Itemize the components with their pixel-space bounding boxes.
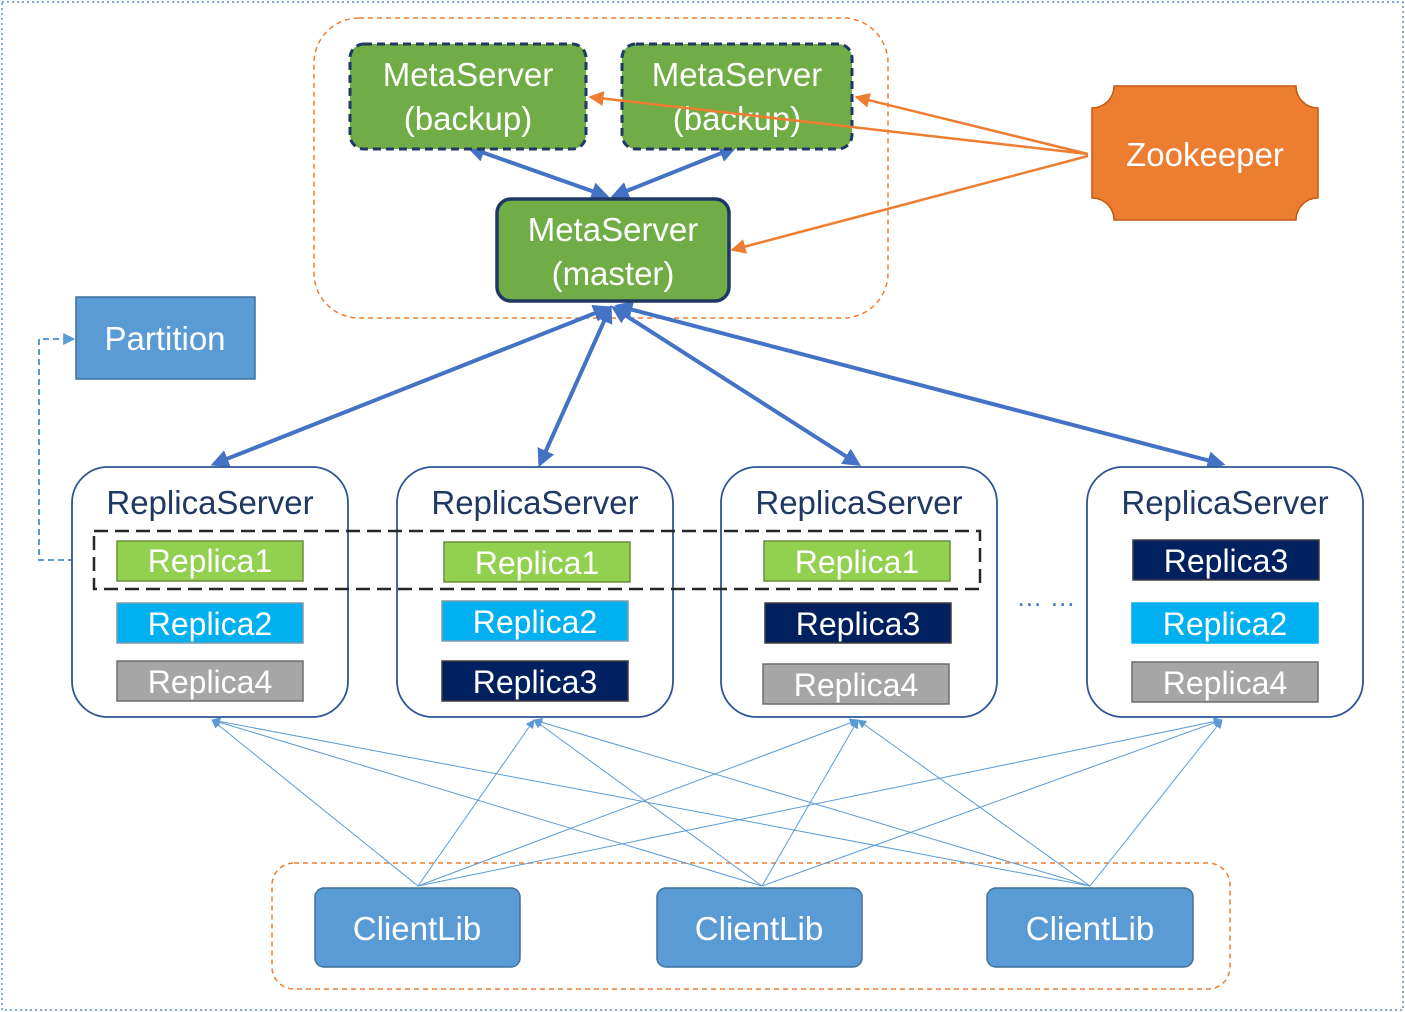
replica-server-3-box[interactable]: [720, 466, 998, 718]
s1-replica1-box[interactable]: [116, 540, 304, 582]
metaserver-master-line2: (master): [552, 255, 675, 292]
s2-replica2-label: Replica2: [473, 604, 598, 640]
replica-server-1-title: ReplicaServer: [106, 484, 313, 521]
s4-replica2-box[interactable]: [1131, 602, 1319, 644]
zookeeper-links: [588, 91, 1089, 254]
s2-replica1-box[interactable]: [443, 541, 631, 583]
partition-group-highlight: [92, 529, 982, 591]
clientlib-3-label: ClientLib: [1026, 910, 1154, 947]
clientlib-3-box[interactable]: [986, 887, 1194, 968]
replica-server-4-title: ReplicaServer: [1121, 484, 1328, 521]
s4-replica3-label: Replica3: [1164, 543, 1289, 579]
link-master-s4: [614, 300, 1226, 470]
link-c3-s3: [857, 719, 1091, 887]
s4-replica2-label: Replica2: [1163, 606, 1288, 642]
s3-replica4-label: Replica4: [794, 667, 919, 703]
replica-server-1-box[interactable]: [71, 466, 349, 718]
link-c2-s4: [761, 718, 1223, 887]
s4-replica3-box[interactable]: [1132, 539, 1320, 581]
zookeeper-label: Zookeeper: [1126, 136, 1284, 173]
replica-server-3-title: ReplicaServer: [755, 484, 962, 521]
metaserver-backup2-box[interactable]: [620, 42, 854, 151]
partition-connector: [38, 333, 94, 561]
s2-replica2-box[interactable]: [441, 600, 629, 642]
link-c2-s2: [533, 719, 763, 887]
more-servers-ellipsis: … …: [1016, 582, 1075, 612]
replica-server-4-box[interactable]: [1086, 466, 1364, 718]
link-c1-s3: [417, 718, 859, 887]
s3-replica3-label: Replica3: [796, 606, 921, 642]
metaserver-master-line1: MetaServer: [528, 211, 699, 248]
clientlib-1-box[interactable]: [314, 887, 521, 968]
s1-replica4-label: Replica4: [148, 664, 273, 700]
s3-replica1-box[interactable]: [763, 540, 951, 582]
s1-replica2-label: Replica2: [148, 606, 273, 642]
s2-replica3-box[interactable]: [441, 660, 629, 702]
s1-replica4-box[interactable]: [116, 660, 304, 702]
partition-box[interactable]: [75, 296, 256, 380]
client-group: [271, 862, 1231, 990]
replica-server-2-box[interactable]: [396, 466, 674, 718]
metaserver-backup1-box[interactable]: [348, 42, 588, 151]
s3-replica3-box[interactable]: [764, 602, 952, 644]
link-c3-s1: [211, 717, 1091, 887]
link-c3-s4: [1089, 719, 1223, 887]
link-zk-backup2: [854, 92, 1089, 156]
s1-replica2-box[interactable]: [116, 602, 304, 644]
metaserver-backup2-line1: MetaServer: [652, 56, 823, 93]
clientlib-2-box[interactable]: [656, 887, 863, 968]
s2-replica1-label: Replica1: [475, 545, 600, 581]
s3-replica1-label: Replica1: [795, 544, 920, 580]
link-c3-s2: [533, 718, 1091, 887]
link-c1-s4: [417, 717, 1223, 887]
s3-replica4-box[interactable]: [762, 663, 950, 705]
master-server-links: [210, 144, 1226, 470]
link-master-backup2: [610, 144, 738, 200]
partition-label: Partition: [104, 320, 225, 357]
link-zk-backup1: [588, 91, 1089, 156]
zookeeper-box[interactable]: [1091, 85, 1319, 221]
link-c2-s1: [211, 718, 763, 887]
clientlib-1-label: ClientLib: [353, 910, 481, 947]
s1-replica1-label: Replica1: [148, 543, 273, 579]
link-master-s3: [610, 306, 862, 466]
link-zk-master: [730, 154, 1089, 254]
link-c2-s3: [761, 719, 859, 887]
client-server-links: [211, 717, 1223, 887]
metaserver-backup1-line2: (backup): [404, 100, 532, 137]
s4-replica4-box[interactable]: [1131, 661, 1319, 703]
metaserver-master-box[interactable]: [495, 197, 731, 303]
metaserver-backup1-line1: MetaServer: [383, 56, 554, 93]
link-c1-s2: [417, 719, 535, 887]
link-c1-s1: [211, 719, 419, 887]
clientlib-2-label: ClientLib: [695, 910, 823, 947]
s2-replica3-label: Replica3: [473, 664, 598, 700]
link-master-s2: [537, 304, 613, 468]
s4-replica4-label: Replica4: [1163, 665, 1288, 701]
link-master-backup1: [466, 144, 610, 200]
meta-cluster-group: [313, 17, 889, 319]
replica-server-2-title: ReplicaServer: [431, 484, 638, 521]
